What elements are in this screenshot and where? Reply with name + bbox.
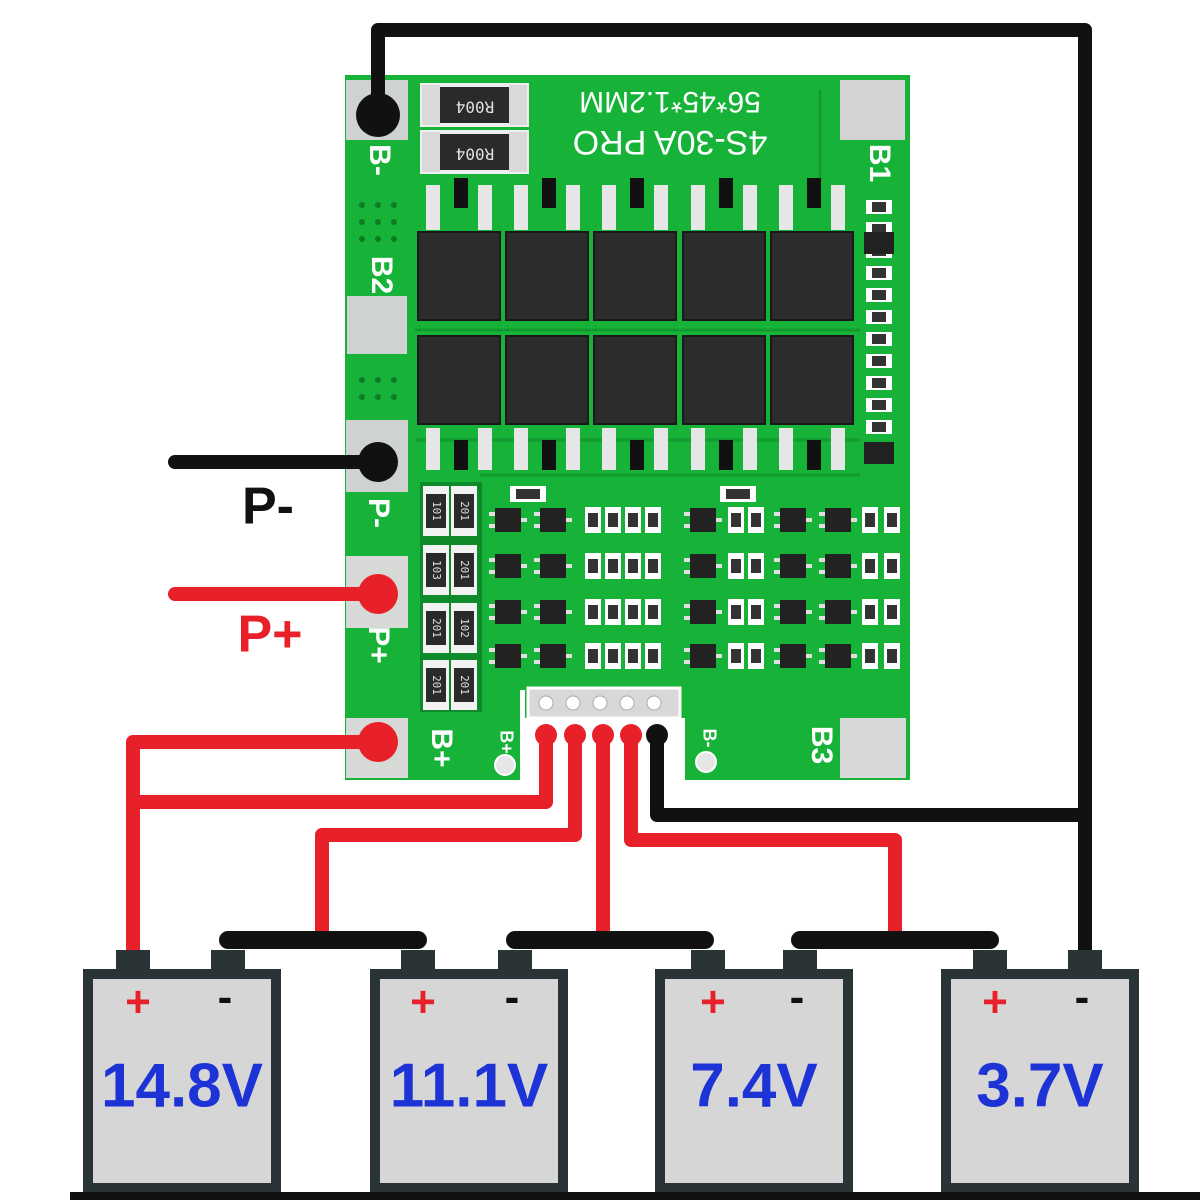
label-b1: B1 — [863, 144, 896, 182]
label-b3: B3 — [805, 726, 838, 764]
mosfet-leg — [743, 428, 757, 470]
battery-voltage: 11.1V — [390, 1051, 549, 1120]
terminal-b-plus — [358, 722, 398, 762]
mosfet-leg — [426, 428, 440, 470]
mosfet-leg — [743, 185, 757, 230]
mosfet-bottom-5 — [770, 335, 854, 425]
wire-balance-2 — [315, 728, 582, 942]
label-conn-b-minus: B- — [699, 729, 719, 748]
mosfet-leg — [691, 185, 705, 230]
wire-label-p-plus: P+ — [237, 606, 302, 664]
battery-voltage: 3.7V — [976, 1051, 1104, 1120]
battery-body — [941, 969, 1139, 1193]
mosfet-leg — [831, 428, 845, 470]
wire-b-plus — [126, 735, 385, 957]
control-section — [489, 486, 900, 669]
wire-balance-b-minus — [650, 728, 1092, 822]
wire-balance-4 — [624, 728, 902, 942]
mosfet-leg — [514, 185, 528, 230]
mosfet-top-1 — [417, 231, 501, 321]
mosfet-leg — [691, 428, 705, 470]
label-p-minus: P- — [362, 498, 395, 528]
mosfet-leg — [654, 428, 668, 470]
terminal-p-minus — [358, 442, 398, 482]
battery-voltage: 7.4V — [690, 1051, 818, 1120]
battery-minus-sign: - — [790, 973, 805, 1022]
resistor-code-6: 102 — [458, 618, 471, 638]
balance-connector — [526, 686, 682, 720]
resistor-code-5: 201 — [430, 618, 443, 638]
resistor-code-2: 201 — [458, 501, 471, 521]
resistor-code-4: 201 — [458, 560, 471, 580]
mosfet-leg — [426, 185, 440, 230]
battery-plus-sign: + — [410, 978, 436, 1027]
battery-3: + - 7.4V — [655, 950, 853, 1193]
mosfet-top-3 — [593, 231, 677, 321]
mosfet-leg — [779, 428, 793, 470]
resistor-block: 101 201 103 201 201 102 201 201 — [420, 482, 482, 712]
mosfet-leg — [654, 185, 668, 230]
mosfet-top-4 — [682, 231, 766, 321]
shunt-label-1: R004 — [456, 98, 495, 117]
label-b-plus: B+ — [425, 728, 458, 767]
mosfet-bottom-3 — [593, 335, 677, 425]
battery-minus-sign: - — [1075, 973, 1090, 1022]
shunt-label-2: R004 — [456, 145, 495, 164]
mosfet-top-2 — [505, 231, 589, 321]
battery-pack: + - 14.8V + - 11.1V + - 7.4V + - 3.7V — [83, 950, 1139, 1193]
board-size-text: 56*45*1.2MM — [579, 85, 761, 118]
mosfet-bottom-1 — [417, 335, 501, 425]
pad-b2 — [347, 296, 407, 354]
wire-terminals — [356, 93, 668, 762]
mosfet-leg — [478, 185, 492, 230]
board-model-text: 4S-30A PRO — [573, 123, 768, 161]
battery-plus-sign: + — [700, 978, 726, 1027]
mosfet-bottom-4 — [682, 335, 766, 425]
label-b-minus: B- — [363, 144, 396, 176]
battery-plus-sign: + — [982, 978, 1008, 1027]
battery-4: + - 3.7V — [941, 950, 1139, 1193]
mosfet-array — [417, 178, 854, 470]
battery-body — [370, 969, 568, 1193]
terminal-p-plus — [358, 574, 398, 614]
mosfet-leg — [779, 185, 793, 230]
label-p-plus: P+ — [362, 626, 395, 664]
bottom-edge — [70, 1192, 1200, 1200]
battery-minus-sign: - — [218, 973, 233, 1022]
resistor-code-7: 201 — [430, 675, 443, 695]
pad-b3 — [840, 718, 906, 778]
smd-column-right — [864, 200, 894, 464]
wire-balance-1 — [126, 728, 553, 809]
mosfet-top-5 — [770, 231, 854, 321]
battery-body — [655, 969, 853, 1193]
wire-label-p-minus: P- — [242, 478, 294, 536]
mosfet-bottom-2 — [505, 335, 589, 425]
battery-1: + - 14.8V — [83, 950, 281, 1193]
terminal-b-minus — [356, 93, 400, 137]
battery-voltage: 14.8V — [101, 1051, 263, 1120]
battery-body — [83, 969, 281, 1193]
battery-2: + - 11.1V — [370, 950, 568, 1193]
resistor-code-8: 201 — [458, 675, 471, 695]
resistor-code-1: 101 — [430, 501, 443, 521]
resistor-code-3: 103 — [430, 560, 443, 580]
mosfet-leg — [566, 185, 580, 230]
bms-board: B- B1 B2 P- P+ B+ B3 B+ B- 56*45*1.2MM 4… — [345, 75, 910, 782]
mosfet-leg — [602, 185, 616, 230]
mosfet-leg — [566, 428, 580, 470]
wire-b-minus — [371, 23, 1092, 957]
wiring — [126, 23, 1092, 957]
label-b2: B2 — [365, 256, 398, 294]
label-conn-b-plus: B+ — [496, 730, 516, 754]
battery-plus-sign: + — [125, 978, 151, 1027]
pcb-vias — [359, 202, 397, 400]
pad-b1 — [840, 80, 905, 140]
mosfet-leg — [602, 428, 616, 470]
mosfet-leg — [514, 428, 528, 470]
mosfet-leg — [831, 185, 845, 230]
shunt-resistors: R004 R004 — [420, 83, 529, 174]
mosfet-leg — [478, 428, 492, 470]
battery-minus-sign: - — [505, 973, 520, 1022]
